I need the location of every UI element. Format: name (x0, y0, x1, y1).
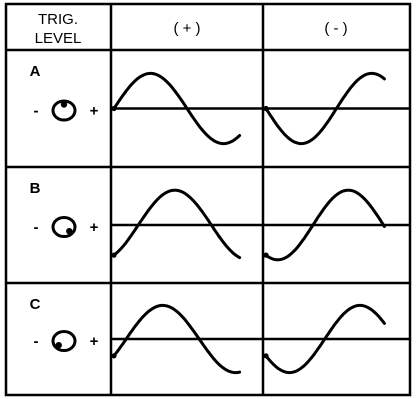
knob-ring (51, 330, 77, 352)
knob-plus-sign: + (90, 103, 99, 120)
knob-minus-sign: - (34, 103, 39, 120)
trigger-level-knob-icon (51, 330, 77, 352)
column-header-negative: ( - ) (324, 20, 347, 37)
knob-indicator-dot (55, 342, 62, 349)
sine-waveform-negative (264, 188, 386, 262)
knob-plus-sign: + (90, 333, 99, 350)
sine-waveform-negative (264, 71, 386, 146)
sine-waveform-positive (112, 71, 242, 146)
row-label: C (30, 296, 41, 313)
knob-indicator-dot (60, 101, 68, 108)
row-b: B - + (30, 180, 410, 262)
trigger-start-point-positive (111, 252, 117, 258)
row-a: A - + (30, 63, 410, 146)
corner-label-line2: LEVEL (35, 30, 82, 47)
knob-ring (51, 216, 77, 238)
trigger-level-knob-icon (51, 216, 77, 238)
column-header-positive: ( + ) (173, 20, 200, 37)
table-grid (4, 2, 412, 397)
trigger-start-point-negative (263, 105, 269, 112)
knob-indicator-dot (66, 228, 73, 235)
row-label: B (30, 180, 41, 197)
trigger-start-point-positive (111, 353, 117, 359)
trigger-start-point-negative (263, 252, 269, 258)
corner-label-line1: TRIG. (38, 11, 78, 28)
sine-waveform-positive (112, 188, 242, 260)
knob-minus-sign: - (34, 219, 39, 236)
trigger-level-knob-icon (51, 99, 77, 122)
trigger-start-point-positive (111, 105, 117, 112)
rows-layer: A - + B - + C - + (30, 63, 410, 375)
table-border (4, 2, 412, 397)
row-c: C - + (30, 296, 410, 375)
row-label: A (30, 63, 41, 80)
knob-minus-sign: - (34, 333, 39, 350)
knob-ring (51, 99, 77, 122)
trigger-start-point-negative (263, 353, 269, 359)
knob-plus-sign: + (90, 219, 99, 236)
sine-waveform-negative (264, 303, 386, 375)
sine-waveform-positive (112, 303, 242, 375)
